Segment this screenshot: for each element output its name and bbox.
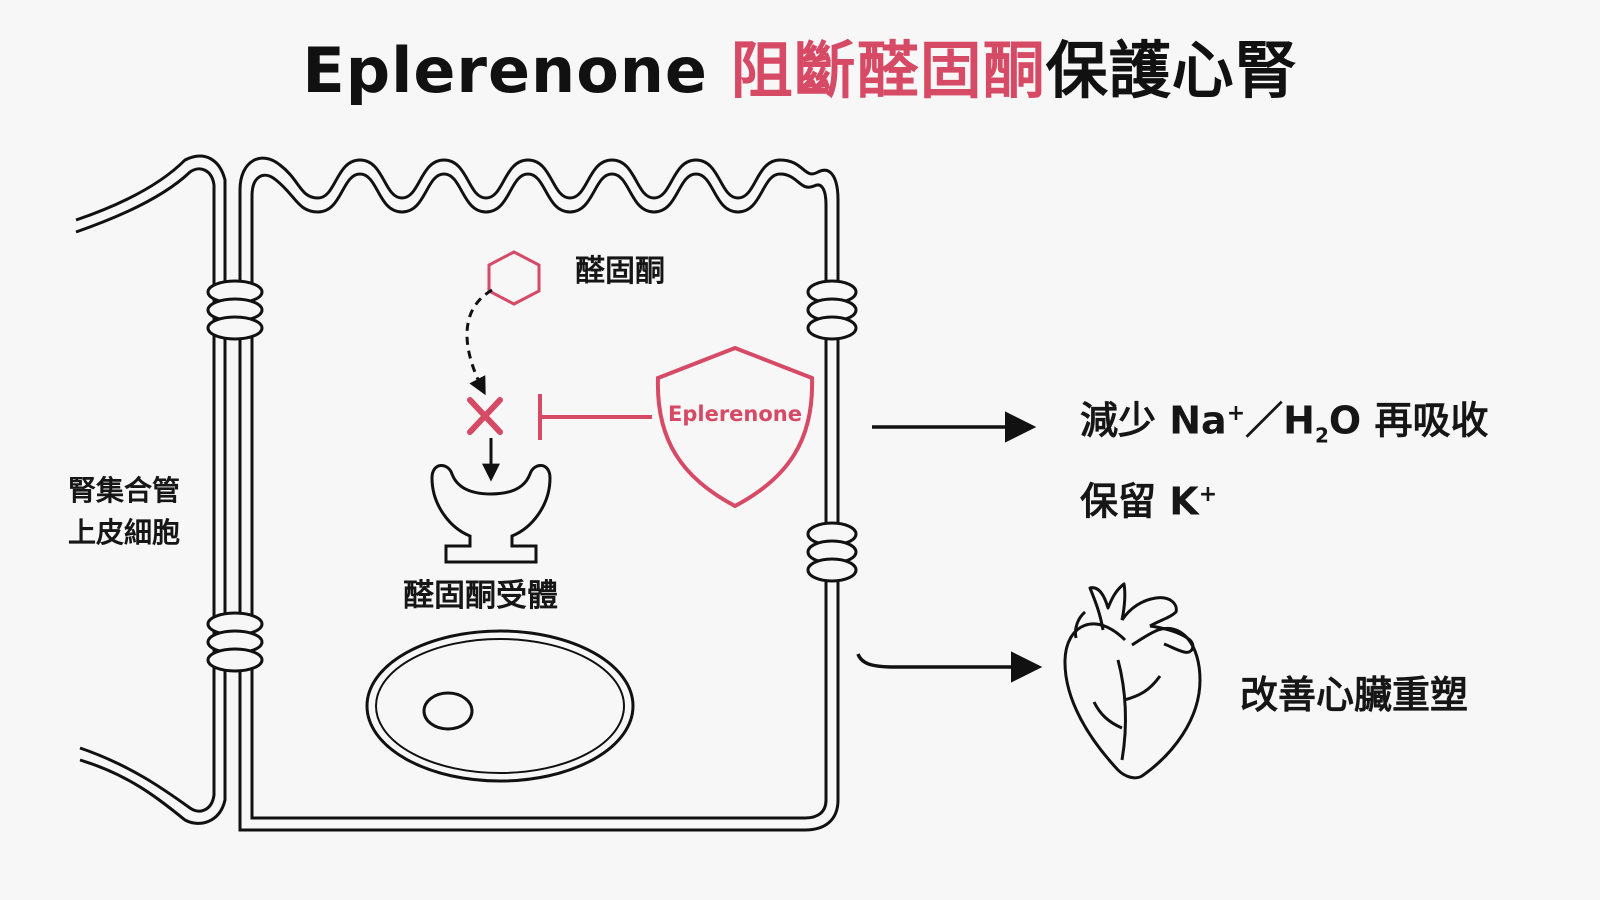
aldosterone-label: 醛固酮 [575,254,665,289]
cardiac-effect-text: 改善心臟重塑 [1240,673,1469,717]
receptor-label: 醛固酮受體 [403,578,558,614]
title-rest-text: 保護心腎 [1045,34,1298,107]
slash-separator: ／ [1245,398,1284,443]
cell-label-line2: 上皮細胞 [68,516,181,549]
inhibition-line [538,394,652,440]
water-subscript: 2 [1314,423,1329,448]
hydrogen-symbol: H [1283,398,1315,443]
epithelial-cell [238,156,840,832]
page-title: Eplerenone 阻斷醛固酮保護心腎 [0,20,1600,110]
cell-label-line1: 腎集合管 [68,474,181,507]
hexagon-icon [487,250,541,306]
potassium-charge: + [1198,482,1218,508]
sodium-symbol: Na [1169,398,1227,443]
tight-junctions [206,279,858,673]
heart-icon [1063,582,1202,780]
title-drug-name: Eplerenone [302,34,708,107]
cardiac-effect-arrow [856,651,1043,683]
junction-right-lower-3 [806,557,858,583]
sodium-charge: + [1226,401,1246,426]
shield-icon [655,345,815,509]
receptor-icon [430,464,552,564]
potassium-symbol: K [1169,479,1199,524]
nucleus [365,629,635,783]
oxygen-symbol: O [1328,398,1362,443]
title-accent-text: 阻斷醛固酮 [730,34,1046,107]
retain-text: 保留 [1080,479,1157,524]
neighbor-cell [75,154,227,825]
nucleolus [422,691,474,731]
renal-effect-line2: 保留 K+ [1080,465,1488,532]
cross-icon [467,397,503,435]
renal-effect-text: 減少 Na+／H2O 再吸收 保留 K+ [1080,384,1488,532]
junction-left-lower-3 [206,647,264,673]
aldosterone-path-arrow [465,288,493,396]
shield-label: Eplerenone [668,402,802,426]
junction-left-upper-3 [206,315,264,341]
renal-effect-prefix: 減少 [1080,398,1157,443]
junction-right-upper-3 [806,315,858,341]
renal-effect-line1: 減少 Na+／H2O 再吸收 [1080,384,1488,465]
renal-effect-suffix: 再吸收 [1374,398,1489,443]
cell-label: 腎集合管 上皮細胞 [68,470,180,554]
